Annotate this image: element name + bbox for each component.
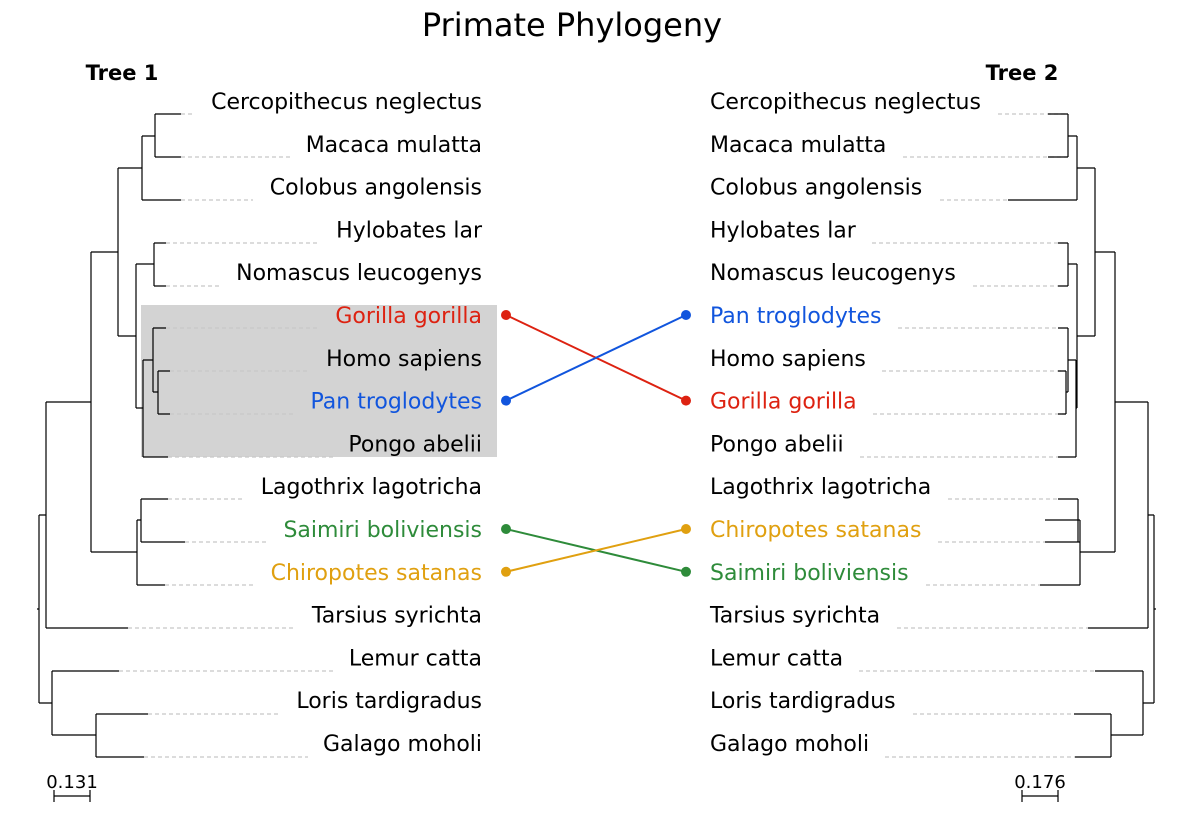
tree1-taxon-label: Saimiri boliviensis [283,518,482,543]
tree2-taxon-label: Saimiri boliviensis [710,561,909,586]
tree1-taxon-label: Galago moholi [323,732,482,757]
tree2-taxon-label: Lemur catta [710,646,843,671]
tree2-taxon-label: Pongo abelii [710,432,844,457]
tree1-scale-label: 0.131 [46,772,98,793]
tree2-label: Tree 2 [986,61,1059,85]
tree2-scale-bar: 0.176 [1014,772,1066,802]
tree1-guides [119,113,334,758]
tree1-taxon-label: Macaca mulatta [306,133,482,158]
tree2-taxon-label: Tarsius syrichta [709,604,880,629]
tree1-taxon-label: Homo sapiens [326,347,482,372]
tree1-taxon-label: Hylobates lar [336,218,483,243]
tree2-taxon-label: Lagothrix lagotricha [710,475,931,500]
tree1-taxon-label: Nomascus leucogenys [236,261,482,286]
tree2-taxon-label: Chiropotes satanas [710,518,921,543]
tree1-taxon-label: Colobus angolensis [270,176,482,201]
tree1-taxon-label: Lemur catta [349,646,482,671]
tree1-taxon-label: Loris tardigradus [296,689,482,714]
tree2-taxon-label: Pan troglodytes [710,304,882,329]
connection-endpoint [681,395,691,406]
tree2-taxon-label: Colobus angolensis [710,176,922,201]
tree1-branches [37,113,185,758]
connection-endpoint [681,310,691,320]
tree2-taxon-label: Nomascus leucogenys [710,261,956,286]
tree2-scale-label: 0.176 [1014,772,1066,793]
tree1-scale-line [53,790,91,802]
tree2-taxon-label: Cercopithecus neglectus [710,90,981,115]
tree1-scale-bar: 0.131 [46,772,98,802]
tree2-taxon-label: Hylobates lar [710,218,857,243]
connection-endpoint [501,395,511,406]
tree1-label: Tree 1 [86,61,159,85]
tree2-scale-line [1021,790,1059,802]
tree2-branches [1008,113,1156,758]
tree1-taxon-label: Tarsius syrichta [311,604,482,629]
tree1-taxon-label: Chiropotes satanas [271,561,482,586]
connection-endpoint [681,566,691,577]
tree2-taxon-label: Gorilla gorilla [710,390,857,415]
connection-endpoint [501,524,511,534]
tree1-taxon-label: Gorilla gorilla [335,304,482,329]
connection-line [505,528,687,573]
tree2-taxon-label: Homo sapiens [710,347,866,372]
connection-endpoint [501,566,511,577]
figure-title: Primate Phylogeny [422,6,722,44]
connection-endpoint [501,310,511,320]
tree1-taxon-label: Lagothrix lagotricha [261,475,482,500]
tree1-taxon-label: Pongo abelii [348,432,482,457]
tree1-taxon-label: Pan troglodytes [311,390,483,415]
tree2-taxon-label: Loris tardigradus [710,689,896,714]
connection-line [505,314,687,402]
tree2-taxon-label: Galago moholi [710,732,869,757]
clade-highlight-box [141,305,497,457]
tree1-taxon-label: Cercopithecus neglectus [211,90,482,115]
connection-endpoint [681,524,691,534]
tanglegram-connections [501,310,691,577]
tree2-guides [859,113,1095,758]
tree2-taxon-label: Macaca mulatta [710,133,886,158]
